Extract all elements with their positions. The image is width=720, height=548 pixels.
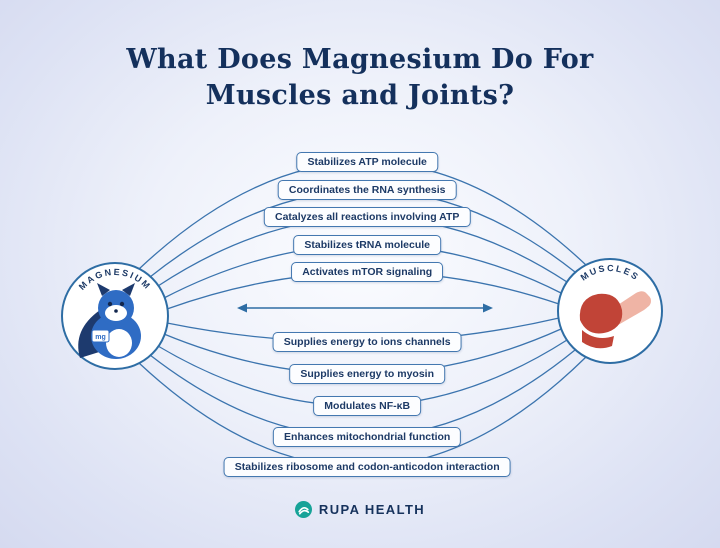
bidirectional-arrow [237, 303, 493, 313]
page-title-line2: Muscles and Joints? [205, 79, 515, 111]
mascot-ear-right [122, 283, 135, 296]
benefit-pill: Enhances mitochondrial function [273, 427, 462, 447]
benefit-pill: Supplies energy to myosin [289, 364, 445, 384]
muscles-node: MUSCLES [557, 258, 663, 364]
arm-fist [637, 294, 651, 308]
page-title: What Does Magnesium Do For Muscles and J… [0, 42, 720, 113]
benefit-pill: Stabilizes ATP molecule [296, 152, 438, 172]
mascot-eye-left [107, 301, 113, 307]
arrowhead-right-icon [483, 303, 493, 313]
benefit-pill: Activates mTOR signaling [291, 262, 444, 282]
mascot-belly [106, 329, 132, 357]
magnesium-node: MAGNESIUM mg [61, 262, 169, 370]
arm-shoulder [582, 330, 614, 349]
mascot-nose [114, 309, 118, 313]
arm-bicep [579, 293, 623, 334]
arrowhead-left-icon [237, 303, 247, 313]
magnesium-mascot-illustration: mg [78, 283, 141, 359]
benefit-pill: Catalyzes all reactions involving ATP [263, 207, 471, 227]
benefit-pill: Modulates NF-κB [313, 396, 422, 416]
benefit-pill: Supplies energy to ions channels [272, 332, 462, 352]
rupa-health-logo-icon [294, 501, 312, 518]
page-title-line1: What Does Magnesium Do For [126, 44, 594, 75]
muscle-arm-illustration [579, 291, 651, 349]
mg-badge-label: mg [95, 334, 106, 341]
benefit-pill: Stabilizes tRNA molecule [293, 235, 442, 255]
benefit-pill: Coordinates the RNA synthesis [277, 180, 457, 200]
benefit-pill: Stabilizes ribosome and codon-anticodon … [223, 457, 511, 477]
mg-badge [91, 329, 110, 343]
mascot-muzzle [105, 305, 127, 321]
brand-name: RUPA HEALTH [318, 502, 426, 517]
brand-footer: RUPA HEALTH [0, 501, 720, 518]
mascot-ear-left [97, 283, 110, 296]
mascot-eye-right [119, 301, 125, 307]
